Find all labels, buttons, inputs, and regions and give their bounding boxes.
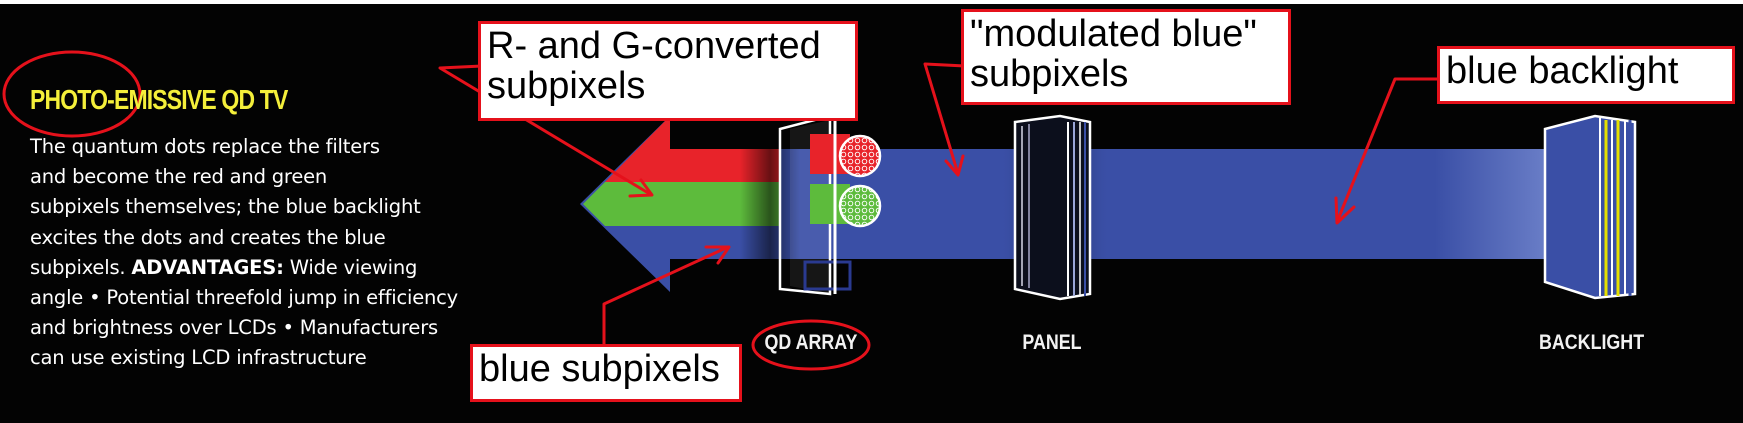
panel-graphic <box>1013 114 1092 301</box>
red-quantum-dot-icon <box>838 134 882 178</box>
description-line: and brightness over LCDs • Manufacturers <box>30 316 438 340</box>
callout-line: "modulated blue" <box>970 13 1257 55</box>
callout-blue-subpixels: blue subpixels <box>470 344 742 402</box>
panel-description: The quantum dots replace the filters and… <box>30 132 550 374</box>
description-line: angle • Potential threefold jump in effi… <box>30 286 459 310</box>
backlight-label: BACKLIGHT <box>1539 331 1645 354</box>
callout-line: R- and G-converted <box>487 25 821 67</box>
callout-line: blue subpixels <box>479 348 720 390</box>
qd-array-highlight-ellipse <box>751 319 871 371</box>
qd-array-label: QD ARRAY <box>764 331 858 354</box>
output-arrow <box>580 116 800 292</box>
callout-line: subpixels <box>970 53 1129 95</box>
callout-line: blue backlight <box>1446 50 1679 92</box>
panel-title: PHOTO-EMISSIVE QD TV <box>30 84 288 115</box>
callout-rg-converted: R- and G-converted subpixels <box>478 21 858 121</box>
description-line: excites the dots and creates the blue <box>30 225 386 249</box>
description-line-prefix: subpixels. <box>30 255 132 279</box>
advantages-label: ADVANTAGES: <box>131 255 284 279</box>
description-line: subpixels. ADVANTAGES: Wide viewing <box>30 253 550 283</box>
backlight-graphic <box>1543 114 1637 300</box>
green-quantum-dot-icon <box>838 184 882 228</box>
callout-modulated-blue: "modulated blue" subpixels <box>961 9 1291 105</box>
panel-label: PANEL <box>1022 331 1082 354</box>
description-line-suffix: Wide viewing <box>283 255 418 279</box>
description-line: The quantum dots replace the filters <box>30 135 380 158</box>
diagram-graphics <box>2 50 1637 371</box>
diagram-canvas: PHOTO-EMISSIVE QD TV The quantum dots re… <box>0 4 1743 423</box>
qd-array-graphic <box>778 114 882 296</box>
annotation-arrows <box>438 62 1443 347</box>
blue-beam <box>780 149 1550 259</box>
title-highlight-ellipse <box>2 50 142 138</box>
description-line: can use existing LCD infrastructure <box>30 346 367 370</box>
description-line: subpixels themselves; the blue backlight <box>30 195 421 219</box>
description-line: and become the red and green <box>30 165 328 189</box>
callout-blue-backlight: blue backlight <box>1437 46 1735 104</box>
callout-line: subpixels <box>487 65 646 107</box>
